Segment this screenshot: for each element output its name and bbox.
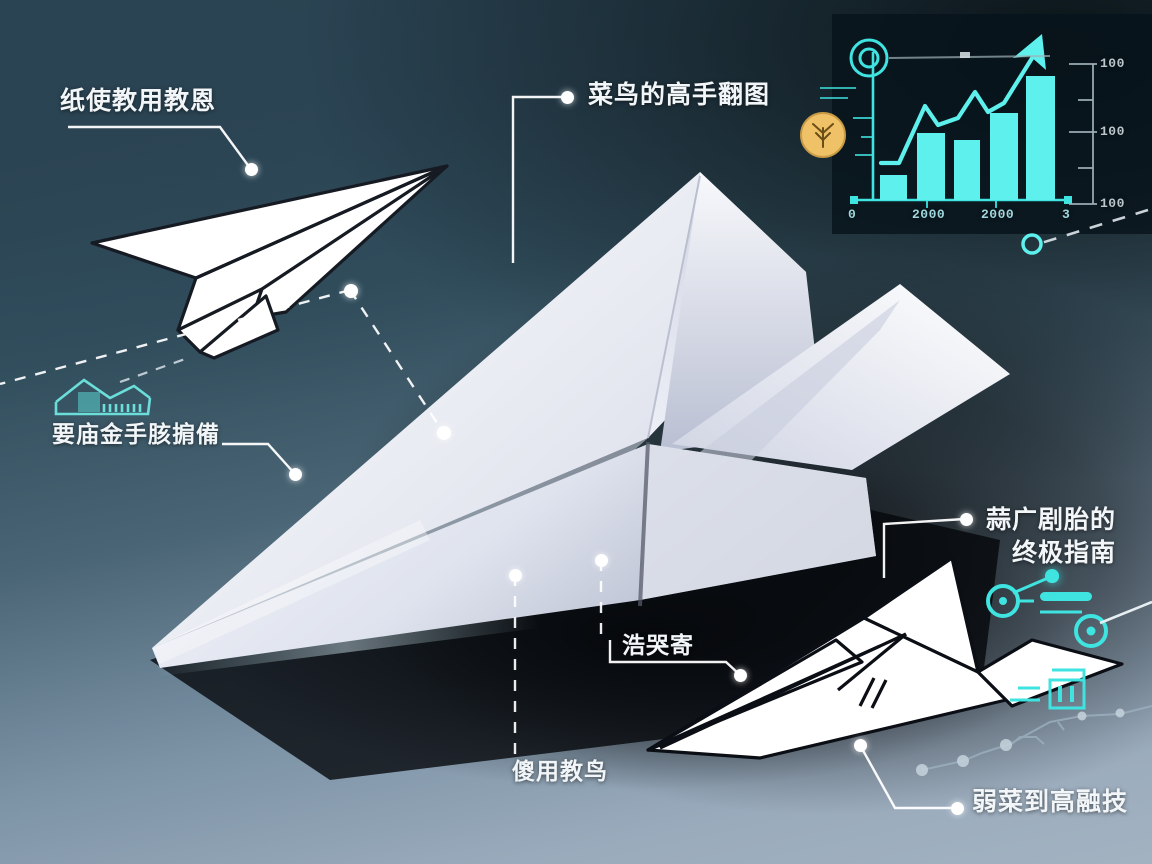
building-outline-icon xyxy=(54,378,152,416)
plane-tl-fin xyxy=(198,294,280,360)
plane-tl-spine xyxy=(261,164,448,291)
hud-bar-a xyxy=(1040,592,1092,601)
callout-line-right-upper xyxy=(882,517,966,578)
hud-ring-b-core xyxy=(1086,626,1096,636)
plane-main-crease-wing xyxy=(647,175,701,439)
plane-br-crease-c xyxy=(836,632,908,692)
plane-br-rear-wing xyxy=(976,638,1124,708)
chart-x-tick-2: 2000 xyxy=(981,207,1015,222)
chart-left-stubs xyxy=(853,117,873,156)
callout-label-right-upper-line2: 终极指南 xyxy=(1012,539,1117,567)
hud-ring-a xyxy=(986,584,1020,618)
callout-dashed-lines xyxy=(0,288,603,762)
callout-dot-mid-left xyxy=(289,468,302,481)
callout-dot-bottom-right xyxy=(951,802,964,815)
callout-dot-center-bottom xyxy=(734,669,747,682)
callout-dot-dash-mid xyxy=(595,554,608,567)
chart-x-axis-cap-left xyxy=(850,196,858,204)
plane-main-left-wing-shade xyxy=(152,438,648,648)
mini-bar-chart-icon xyxy=(1010,668,1086,710)
hud-ring-b xyxy=(1074,614,1108,648)
plane-bottom-right xyxy=(646,556,1124,760)
chart-x-ticks xyxy=(926,200,997,208)
chart-bar-5 xyxy=(1026,76,1055,200)
callout-dot-dash-bottom xyxy=(509,569,522,582)
hud-left-dashed xyxy=(119,356,189,384)
plane-br-crease-d xyxy=(858,677,876,707)
callout-label-right-upper-line1: 蒜广剧胎的 xyxy=(986,506,1117,534)
callout-dash-upper-left xyxy=(0,288,351,386)
chart-bar-3 xyxy=(954,140,980,200)
plane-top-left xyxy=(90,164,449,360)
callout-dot-top-left xyxy=(245,163,258,176)
callout-dot-hub-center xyxy=(344,284,358,298)
callout-label-bottom-right: 弱菜到高融技 xyxy=(972,788,1129,816)
callout-line-mid-left xyxy=(222,442,296,475)
plane-main xyxy=(152,172,1010,668)
chart-bar-2 xyxy=(917,133,945,200)
callout-dot-dash-center xyxy=(437,426,451,440)
chart-y-tick-2: 100 xyxy=(1100,196,1125,211)
callout-label-top-center: 菜鸟的高手翻图 xyxy=(588,81,771,109)
callout-dot-top-center xyxy=(561,91,574,104)
chart-trend-line xyxy=(878,52,1037,166)
callout-dot-plane-br-stem xyxy=(854,739,867,752)
plane-br-crease-b xyxy=(659,632,907,750)
hud-link-a xyxy=(1012,576,1049,595)
plane-br-crease-e xyxy=(870,679,888,709)
chart-bar-1 xyxy=(880,175,907,200)
hud-link-b xyxy=(1099,600,1152,625)
chart-bar-4 xyxy=(990,113,1018,200)
plane-tl-spine2 xyxy=(195,164,448,280)
callout-line-top-center xyxy=(511,95,566,263)
chart-x-tick-0: 0 xyxy=(848,207,857,222)
callout-line-top-left xyxy=(68,125,251,169)
chart-y-tick-1: 100 xyxy=(1100,124,1125,139)
callout-label-mid-left: 要庙金手胲掮備 xyxy=(52,421,220,447)
chart-x-tick-3: 3 xyxy=(1062,207,1071,222)
plane-main-nose-highlight xyxy=(152,520,430,664)
hud-ring-a-core xyxy=(999,597,1007,605)
network-nodes xyxy=(916,708,1125,776)
callout-label-bottom-left: 傻用教鸟 xyxy=(512,758,608,784)
callout-label-center-bottom: 浩哭寄 xyxy=(622,632,694,658)
callout-line-center-bottom xyxy=(608,640,741,676)
callout-dot-right-upper xyxy=(960,513,973,526)
plane-main-left-wing xyxy=(152,172,700,648)
chart-x-tick-1: 2000 xyxy=(912,207,946,222)
target-ring-icon xyxy=(849,38,889,78)
hud-right-cluster xyxy=(986,569,1152,710)
chart-connector-node xyxy=(960,52,970,58)
chart-link-endpoint xyxy=(1021,233,1043,255)
chart-bars xyxy=(880,76,1055,200)
callout-label-top-left: 纸使教用教恩 xyxy=(60,87,217,115)
plane-main-crease xyxy=(638,441,650,607)
callout-line-bottom-right xyxy=(858,744,956,810)
coin-sprout-icon xyxy=(800,112,846,158)
chart-x-axis-cap-right xyxy=(1064,196,1072,204)
chart-trend-arrow xyxy=(1013,34,1046,70)
chart-dashed-link xyxy=(1037,208,1149,246)
chart-left-hairlines xyxy=(820,87,856,99)
chart-scale-ticks xyxy=(1069,63,1097,205)
callout-dash-center xyxy=(348,289,445,433)
chart-y-tick-0: 100 xyxy=(1100,56,1125,71)
callout-dot-cyan-right xyxy=(1046,570,1059,583)
plane-main-body-edge xyxy=(640,444,876,600)
plane-br-nose xyxy=(646,638,864,752)
plane-main-far-wing-shade xyxy=(700,300,900,470)
